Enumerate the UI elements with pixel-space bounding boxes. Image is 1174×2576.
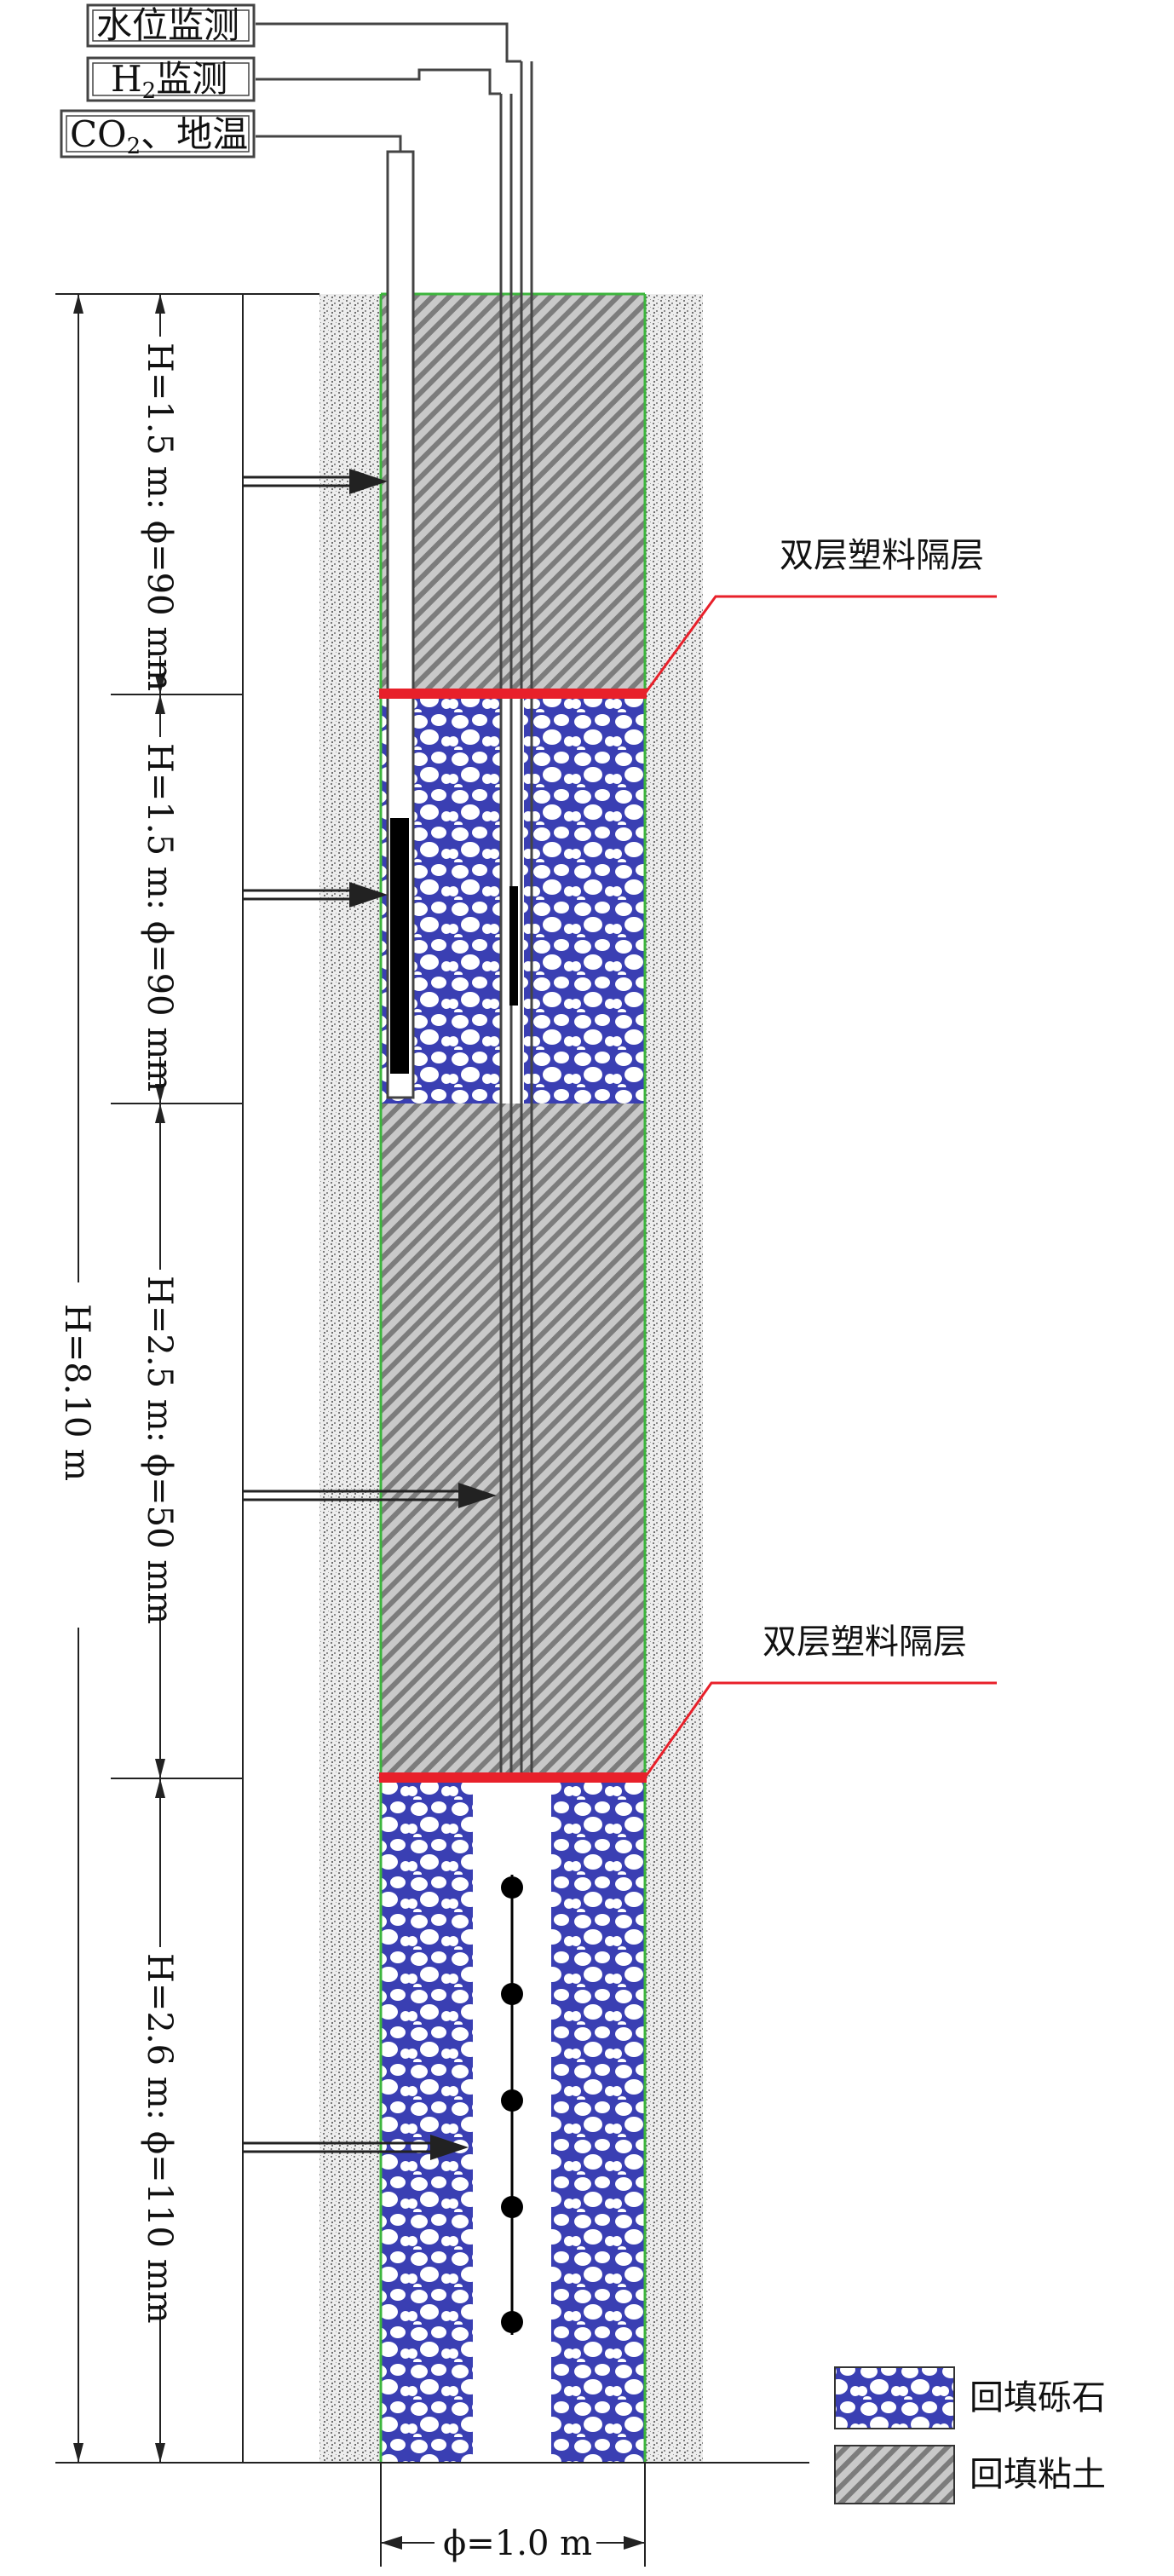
svg-text:CO2、地温: CO2、地温 [70,113,248,159]
dim-segment-1: H=1.5 m: ϕ=90 mm [140,343,179,691]
label-co2: CO2、地温 [60,109,256,159]
legend-clay-label: 回填粘土 [970,2455,1106,2494]
barrier-lower-leader [643,1681,997,1778]
svg-text:H2监测: H2监测 [111,58,227,104]
soil-left [319,294,381,2463]
clay-layer-middle [381,1104,645,1778]
barrier-upper-leader [643,595,997,694]
dimension-ticks [73,294,165,2463]
barrier-lower [379,1772,647,1783]
legend-gravel-label: 回填砾石 [970,2378,1106,2418]
barrier-upper [379,689,647,699]
diameter-dimension [380,2463,646,2567]
legend: 回填砾石 回填粘土 [834,2366,1106,2504]
borehole-boundary [379,292,647,2463]
pointer-arrows [243,469,497,2160]
dim-segment-3: H=2.5 m: ϕ=50 mm [140,1276,179,1624]
dim-total: H=8.10 m [57,1304,96,1481]
legend-clay-swatch [834,2445,955,2504]
svg-text:水位监测: 水位监测 [96,4,239,46]
soil-right [645,294,703,2463]
legend-gravel-swatch [834,2366,955,2429]
label-h2: H2监测 [86,56,256,104]
barrier-upper-label: 双层塑料隔层 [780,536,984,575]
h2-sensor [509,886,518,1006]
barrier-lower-label: 双层塑料隔层 [763,1622,967,1662]
dim-segment-4: H=2.6 m: ϕ=110 mm [140,1953,179,2324]
co2-sensor [390,818,409,1074]
dim-diameter: ϕ=1.0 m [443,2524,592,2563]
clay-layer-top [381,294,645,694]
water-level-pipe [256,22,533,1772]
dim-segment-2: H=1.5 m: ϕ=90 mm [140,743,179,1092]
label-water-level: 水位监测 [86,3,256,48]
